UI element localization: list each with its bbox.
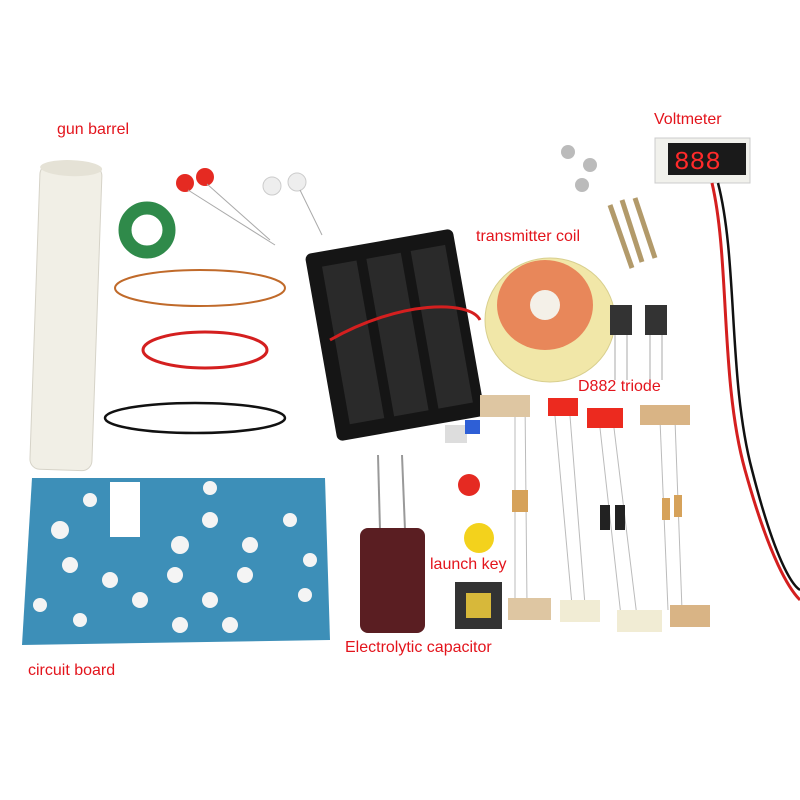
- transmitter-coil-shape: [484, 257, 616, 383]
- red-leds: [176, 168, 276, 246]
- label-circuit-board: circuit board: [28, 662, 116, 679]
- red-wire: [141, 330, 269, 370]
- voltmeter-readout: 888: [674, 147, 721, 177]
- label-electrolytic-capacitor: Electrolytic capacitor: [345, 639, 492, 656]
- red-led-cap: [458, 474, 480, 496]
- circuit-board-shape: [22, 478, 330, 645]
- resistors-diodes: [480, 395, 710, 632]
- label-voltmeter: Voltmeter: [654, 111, 722, 128]
- black-wire: [103, 401, 287, 435]
- label-d882-triode: D882 triode: [578, 378, 661, 395]
- gun-barrel-tube: [29, 160, 103, 472]
- copper-wire: [114, 269, 286, 307]
- label-launch-key: launch key: [430, 556, 507, 573]
- electrolytic-capacitor-shape: [360, 454, 425, 633]
- screws: [561, 145, 658, 269]
- tactile-switch: [455, 582, 502, 629]
- yellow-button-cap: [464, 523, 494, 553]
- voltmeter-device: 888: [654, 137, 800, 602]
- d882-transistors: [610, 305, 667, 380]
- white-leds: [262, 172, 323, 236]
- label-transmitter-coil: transmitter coil: [476, 228, 581, 245]
- toroid-core: [118, 201, 176, 259]
- label-gun-barrel: gun barrel: [57, 121, 130, 138]
- battery-holder: [305, 229, 485, 441]
